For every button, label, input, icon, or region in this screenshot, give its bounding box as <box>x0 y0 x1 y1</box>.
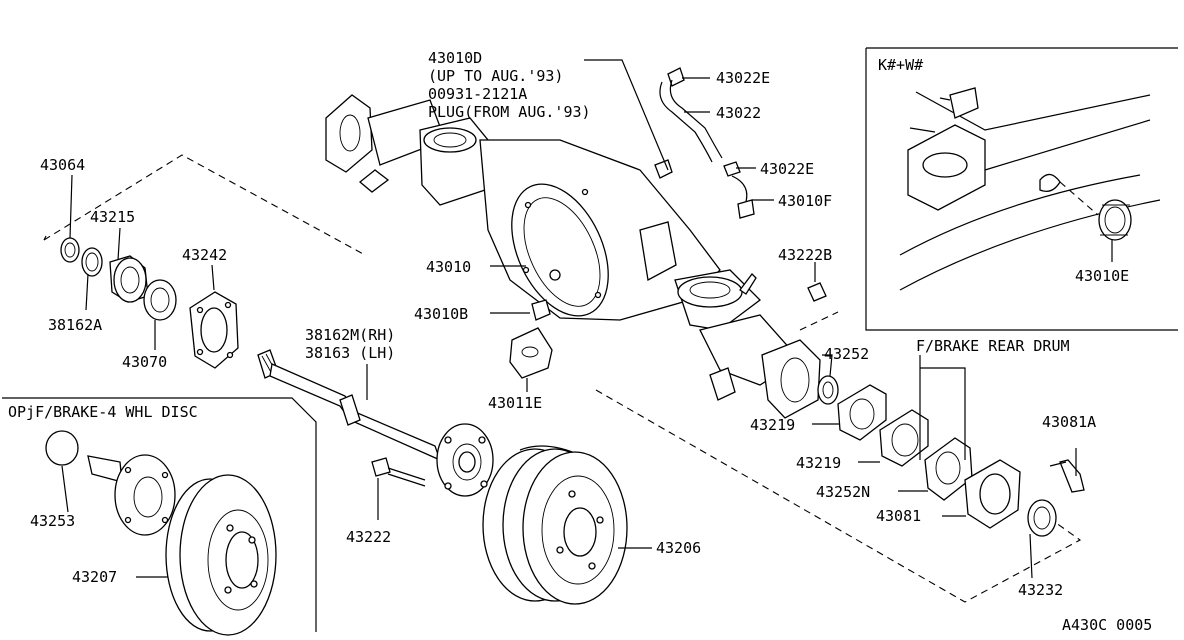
label-43219-first: 43219 <box>750 416 795 434</box>
axle-housing <box>325 94 821 419</box>
label-38163-LH: 38163 (LH) <box>305 344 395 362</box>
part-43206-brake-drum <box>482 445 652 605</box>
label-38162M-RH: 38162M(RH) <box>305 326 395 344</box>
label-00931-2121A: 00931-2121A <box>428 85 527 103</box>
label-43010: 43010 <box>426 258 471 276</box>
label-43253: 43253 <box>30 512 75 530</box>
label-43081: 43081 <box>876 507 921 525</box>
label-43232: 43232 <box>1018 581 1063 599</box>
dash-left-hub-group <box>43 154 366 256</box>
caption-disc-option: OPjF/BRAKE-4 WHL DISC <box>8 403 198 421</box>
label-43010E: 43010E <box>1075 267 1129 285</box>
label-43222: 43222 <box>346 528 391 546</box>
label-43207: 43207 <box>72 568 117 586</box>
caption-kw: K#+W# <box>878 56 923 74</box>
left-hub-group <box>60 237 239 369</box>
figure-code: A430C 0005 <box>1062 616 1152 634</box>
label-up-to-aug93: (UP TO AUG.'93) <box>428 67 563 85</box>
label-43242: 43242 <box>182 246 227 264</box>
label-43222B: 43222B <box>778 246 832 264</box>
caption-f-brake-rear-drum: F/BRAKE REAR DRUM <box>916 337 1070 355</box>
leader-lines <box>69 59 966 517</box>
label-43252N: 43252N <box>816 483 870 501</box>
label-43022E-top: 43022E <box>716 69 770 87</box>
inset-disc-brake-box: OPjF/BRAKE-4 WHL DISC <box>2 397 317 632</box>
disc-brake-group <box>45 430 277 636</box>
label-43070: 43070 <box>122 353 167 371</box>
label-43011E: 43011E <box>488 394 542 412</box>
label-plug-from-aug93: PLUG(FROM AUG.'93) <box>428 103 591 121</box>
part-43011E-bracket <box>509 327 553 392</box>
right-hub-group <box>807 282 1085 579</box>
axle-shaft <box>257 349 494 520</box>
label-43064: 43064 <box>40 156 85 174</box>
part-43022-hose <box>659 67 755 219</box>
inset-kw-box: K#+W# 43010E <box>865 47 1178 331</box>
label-43022E-bottom: 43022E <box>760 160 814 178</box>
label-43010B: 43010B <box>414 305 468 323</box>
part-43010B-plug <box>531 299 551 321</box>
label-43215: 43215 <box>90 208 135 226</box>
label-43219-second: 43219 <box>796 454 841 472</box>
label-43206: 43206 <box>656 539 701 557</box>
label-43010D: 43010D <box>428 49 482 67</box>
label-43022: 43022 <box>716 104 761 122</box>
label-43010F: 43010F <box>778 192 832 210</box>
part-labels: 43010D (UP TO AUG.'93) 00931-2121A PLUG(… <box>30 49 1152 634</box>
label-38162A: 38162A <box>48 316 102 334</box>
label-43081A: 43081A <box>1042 413 1096 431</box>
label-43252: 43252 <box>824 345 869 363</box>
